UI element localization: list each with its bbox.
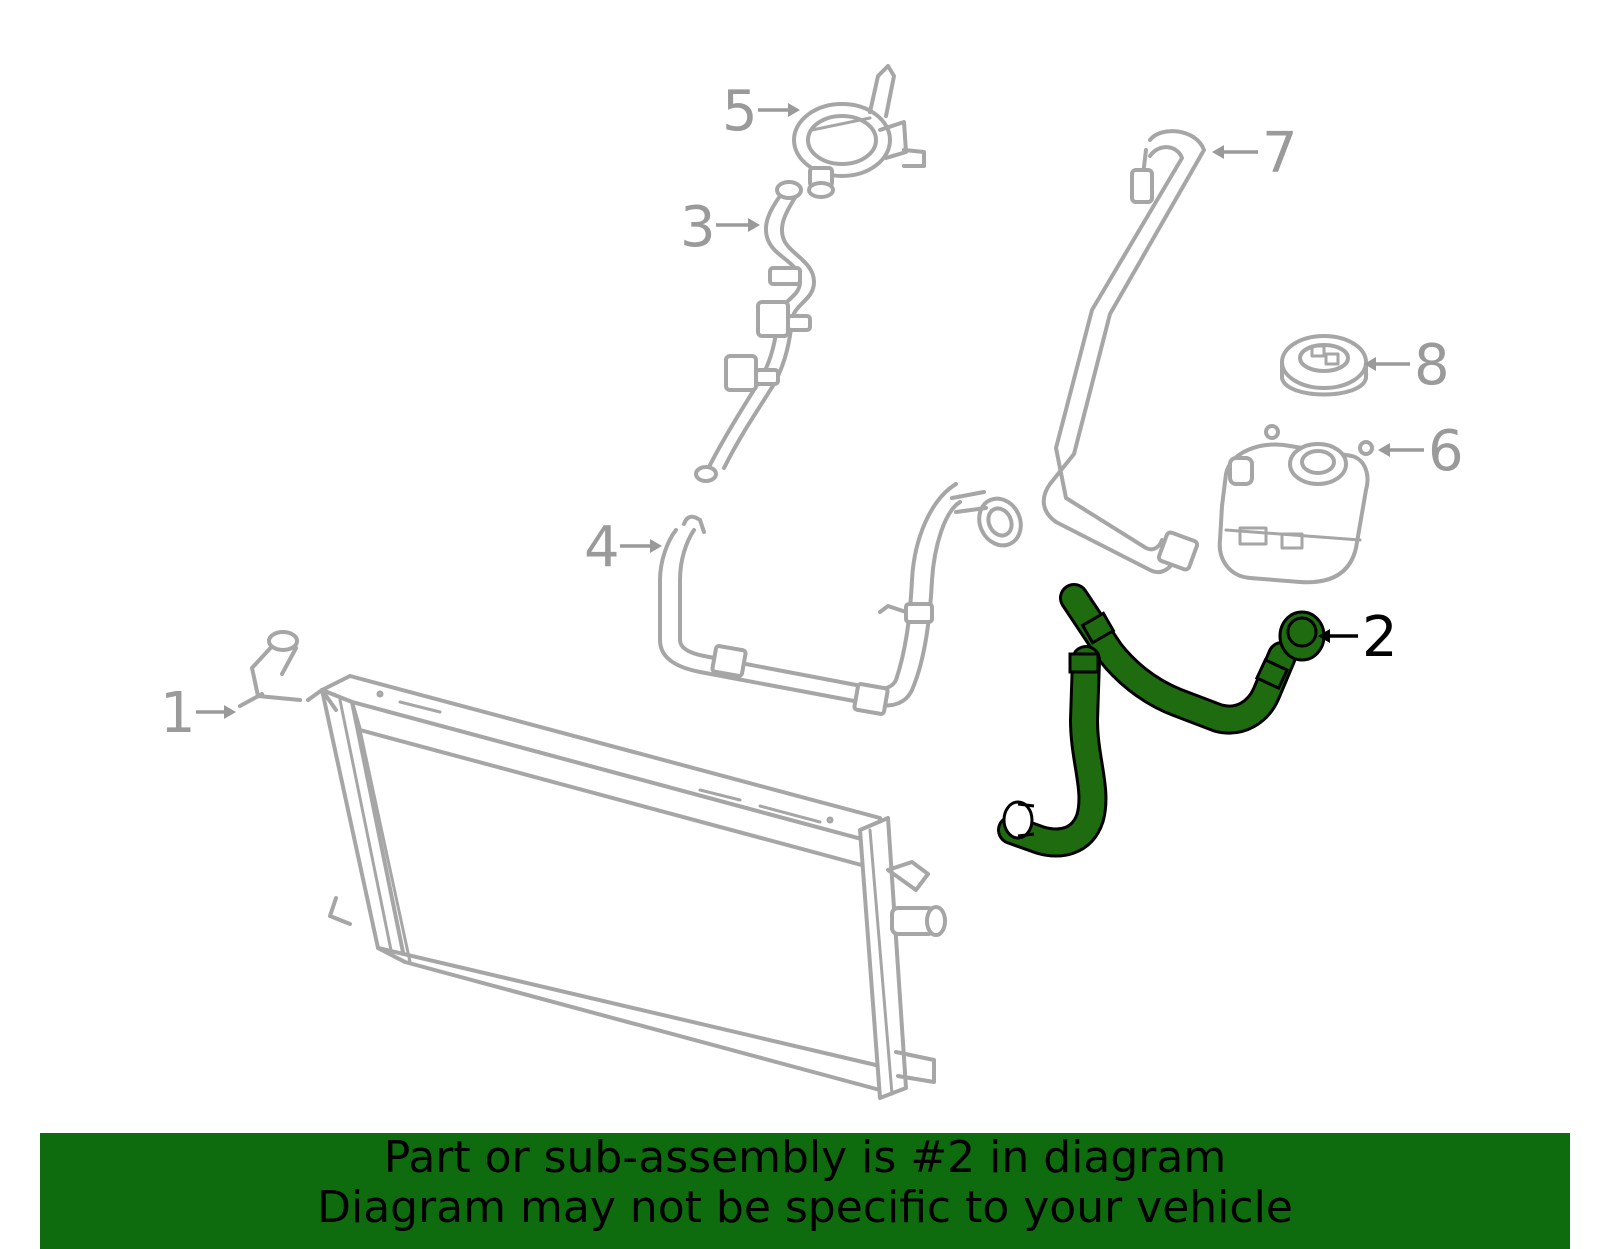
callout-6: 6 (1378, 419, 1464, 484)
callout-label-6: 6 (1428, 419, 1464, 484)
reservoir-part-6 (1217, 424, 1374, 585)
hose-part-7 (1041, 129, 1206, 575)
hose-part-2 (997, 583, 1326, 858)
callout-5: 5 (722, 79, 800, 144)
callout-7: 7 (1212, 121, 1298, 186)
radiator-part-1 (238, 630, 947, 1100)
callout-label-2: 2 (1362, 605, 1398, 670)
callout-1: 1 (160, 681, 236, 746)
banner-line-1: Part or sub-assembly is #2 in diagram (383, 1132, 1227, 1183)
cap-part-8 (1280, 334, 1368, 397)
callout-label-7: 7 (1262, 121, 1298, 186)
callout-label-8: 8 (1414, 333, 1450, 398)
pump-part-5 (792, 64, 926, 199)
callout-label-4: 4 (584, 515, 620, 580)
banner-line-2: Diagram may not be specific to your vehi… (317, 1182, 1293, 1233)
info-banner: Part or sub-assembly is #2 in diagram Di… (40, 1133, 1570, 1249)
callout-3: 3 (680, 195, 760, 260)
callout-label-5: 5 (722, 79, 758, 144)
callout-2: 2 (1318, 605, 1398, 670)
callout-4: 4 (584, 515, 662, 580)
hose-part-3 (694, 180, 816, 483)
callout-8: 8 (1364, 333, 1450, 398)
callout-label-3: 3 (680, 195, 716, 260)
callout-label-1: 1 (160, 681, 196, 746)
hose-part-4 (658, 482, 1023, 716)
